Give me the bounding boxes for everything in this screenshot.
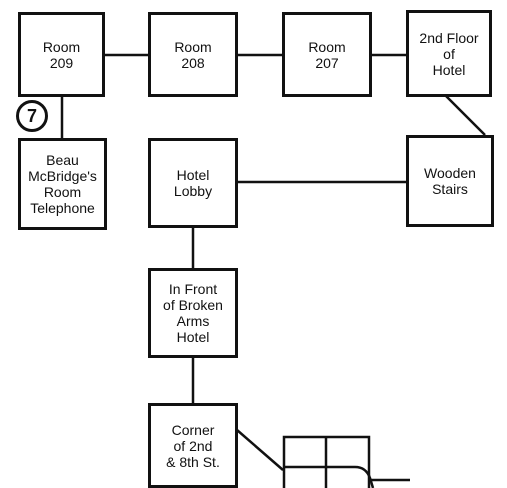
wooden-stairs-box: Wooden Stairs xyxy=(406,135,494,227)
second-floor-box: 2nd Floor of Hotel xyxy=(406,10,492,97)
corner-label: Corner of 2nd & 8th St. xyxy=(166,422,220,470)
wooden-stairs-label: Wooden Stairs xyxy=(424,165,476,197)
corner-box: Corner of 2nd & 8th St. xyxy=(148,403,238,488)
connector-corner-street xyxy=(237,430,283,470)
telephone-box: Beau McBridge's Room Telephone xyxy=(18,138,107,230)
step-7-number: 7 xyxy=(27,106,37,127)
hotel-lobby-label: Hotel Lobby xyxy=(174,167,212,199)
step-7-marker: 7 xyxy=(16,100,48,132)
room-208-label: Room 208 xyxy=(174,39,211,71)
connector-2ndfloor-stairs xyxy=(445,95,485,135)
telephone-label: Beau McBridge's Room Telephone xyxy=(28,152,97,216)
room-209-box: Room 209 xyxy=(18,12,105,97)
street-grid xyxy=(284,437,410,488)
room-207-box: Room 207 xyxy=(282,12,372,97)
room-209-label: Room 209 xyxy=(43,39,80,71)
room-208-box: Room 208 xyxy=(148,12,238,97)
hotel-lobby-box: Hotel Lobby xyxy=(148,138,238,228)
front-of-hotel-box: In Front of Broken Arms Hotel xyxy=(148,268,238,358)
front-of-hotel-label: In Front of Broken Arms Hotel xyxy=(163,281,223,345)
room-207-label: Room 207 xyxy=(308,39,345,71)
second-floor-label: 2nd Floor of Hotel xyxy=(419,30,478,78)
